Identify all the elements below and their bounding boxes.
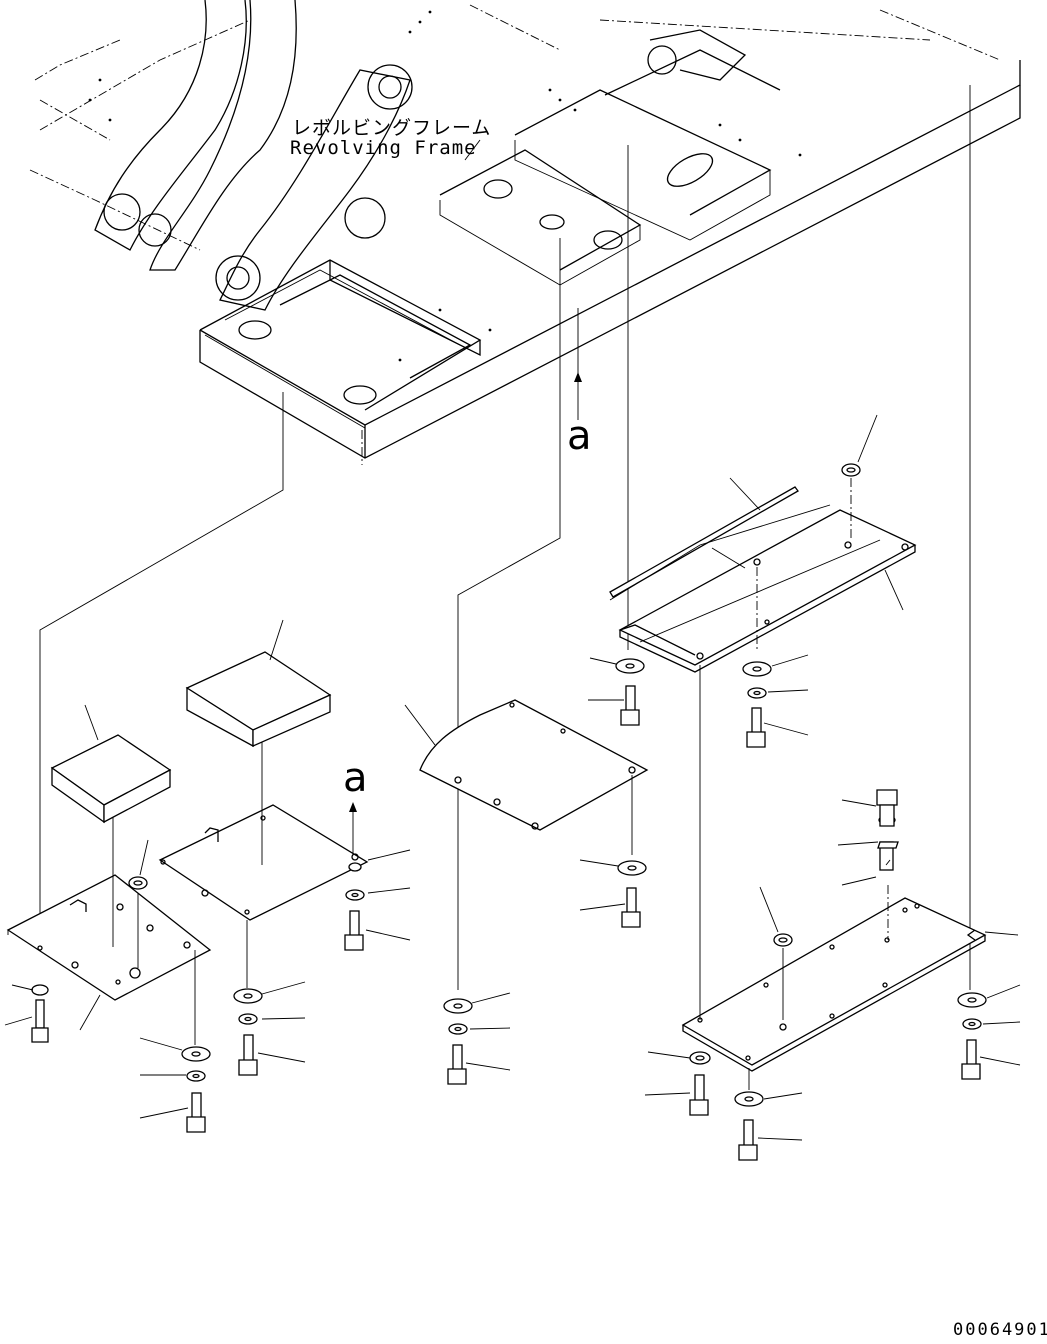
view-arrow-upper bbox=[574, 372, 582, 382]
center-left-cover-assembly bbox=[158, 619, 411, 1076]
view-mark-lower: a bbox=[343, 755, 368, 801]
frame-label-en: Revolving Frame bbox=[290, 137, 477, 159]
frame-label-jp: レボルビングフレーム bbox=[292, 117, 492, 139]
assembly-leaders bbox=[39, 85, 971, 990]
drawing-number: 00064901 bbox=[953, 1320, 1047, 1340]
left-cover-assembly bbox=[4, 704, 212, 1133]
view-mark-upper: a bbox=[567, 413, 592, 459]
center-cover-assembly bbox=[404, 699, 649, 1085]
upper-right-cover-assembly bbox=[588, 414, 917, 748]
lower-right-cover-assembly bbox=[644, 665, 1021, 1161]
revolving-frame bbox=[29, 0, 1021, 459]
